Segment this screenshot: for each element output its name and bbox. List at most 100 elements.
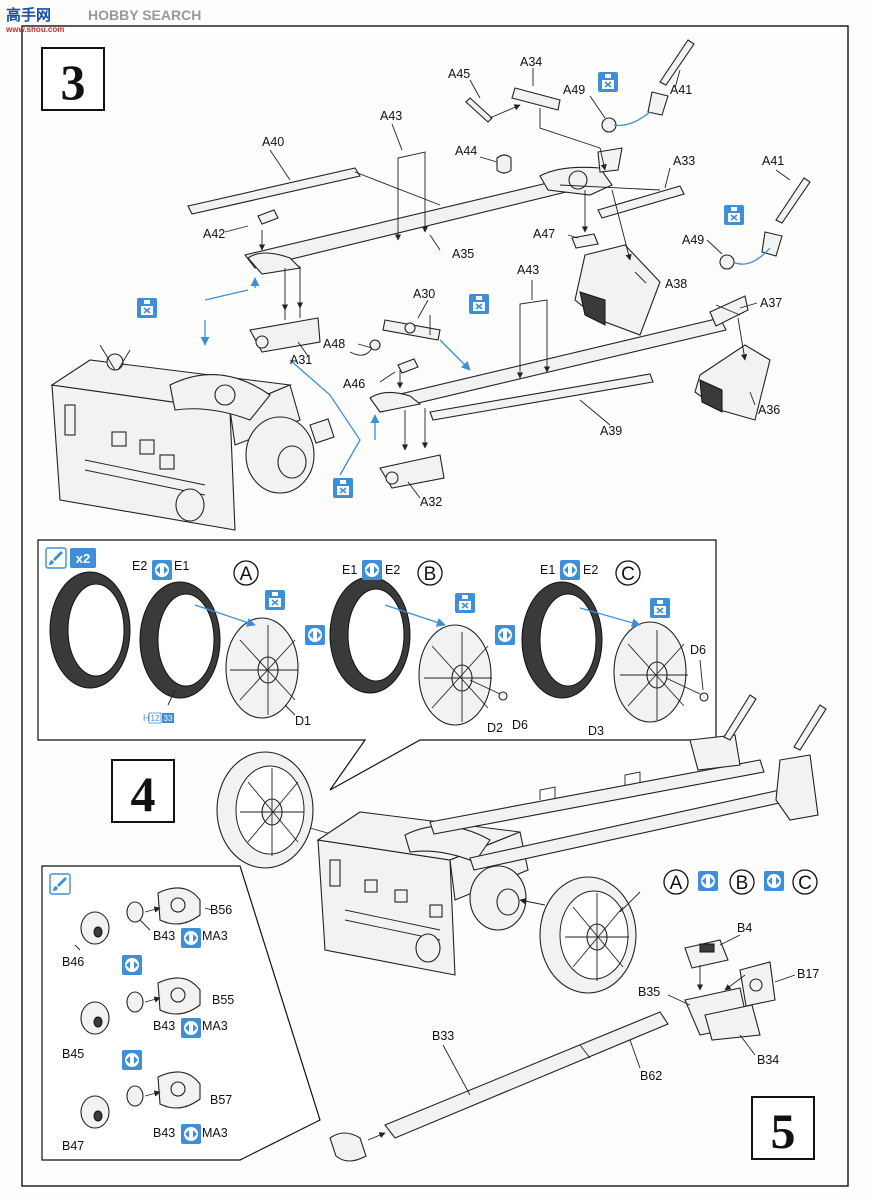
label-B45: B45 [62, 1047, 84, 1061]
label-A46: A46 [343, 377, 365, 391]
flip-icon [495, 625, 515, 645]
label-B57: B57 [210, 1093, 232, 1107]
flip-icon [698, 871, 718, 891]
step-number-box [751, 1096, 815, 1160]
glue-icon [649, 597, 671, 619]
label-E2-b: E2 [385, 563, 400, 577]
color-ref-2: 33 [164, 714, 173, 723]
label-E1-b: E1 [342, 563, 357, 577]
variant-label-a: A [670, 873, 683, 894]
barrel-b62 [384, 1011, 669, 1139]
color-ref-1: 12 [151, 714, 160, 723]
flip-icon [362, 560, 382, 580]
flip-icon [122, 1050, 142, 1070]
variant-label-a: A [240, 564, 253, 585]
label-D1: D1 [295, 714, 311, 728]
glue-icon [264, 589, 286, 611]
label-B46: B46 [62, 955, 84, 969]
label-A44: A44 [455, 144, 477, 158]
step-number-box [41, 47, 105, 111]
label-MA3-2: MA3 [202, 1019, 228, 1033]
variant-badge-c [792, 869, 818, 895]
chassis-front-assembly [50, 344, 335, 531]
label-B17: B17 [797, 967, 819, 981]
part-a47 [571, 233, 599, 249]
label-A34: A34 [520, 55, 542, 69]
label-B43-1: B43 [153, 929, 175, 943]
flip-icon [181, 1018, 201, 1038]
watermark-glyph: 高手网 [6, 6, 51, 24]
label-A30: A30 [413, 287, 435, 301]
axle-bar-a40 [187, 167, 361, 215]
label-E1-c: E1 [540, 563, 555, 577]
step-number: 3 [61, 54, 86, 110]
label-A41: A41 [670, 83, 692, 97]
frame-rail-lower [369, 295, 749, 413]
label-A39: A39 [600, 424, 622, 438]
variant-label-c: C [798, 873, 812, 894]
part-a44 [496, 154, 512, 174]
label-D6-b: D6 [512, 718, 528, 732]
variant-badge-a [663, 869, 689, 895]
flip-icon [181, 928, 201, 948]
step-5: B56 B43 MA3 B46 B55 B43 MA3 B45 B57 B43 … [41, 865, 819, 1162]
label-A37: A37 [760, 296, 782, 310]
label-A41-lower: A41 [762, 154, 784, 168]
label-E2-a: E2 [132, 559, 147, 573]
label-A45: A45 [448, 67, 470, 81]
color-ref-label: H [143, 713, 150, 723]
part-a45 [465, 97, 493, 123]
variant-badge-b [729, 869, 755, 895]
label-A32: A32 [420, 495, 442, 509]
label-B43-3: B43 [153, 1126, 175, 1140]
watermark-sub: www.shou.com [5, 25, 64, 34]
variant-badge-a [233, 560, 259, 586]
label-B62: B62 [640, 1069, 662, 1083]
flip-icon [152, 560, 172, 580]
watermark-text: HOBBY SEARCH [88, 7, 201, 23]
flip-icon [305, 625, 325, 645]
label-A43: A43 [380, 109, 402, 123]
lever-a41-upper [659, 39, 695, 86]
label-B43-2: B43 [153, 1019, 175, 1033]
step-number-box [111, 759, 175, 823]
label-A36: A36 [758, 403, 780, 417]
lever-a34 [511, 87, 561, 111]
glue-icon [332, 477, 354, 499]
label-A49: A49 [563, 83, 585, 97]
step-4-wheel-panel: x2 A E2 E1 D1 H 12 33 [37, 539, 717, 791]
muzzle [329, 1132, 367, 1162]
label-A49-lower: A49 [682, 233, 704, 247]
part-a42 [257, 209, 279, 225]
watermark: 高手网 HOBBY SEARCH www.shou.com [5, 6, 201, 34]
glue-icon [454, 592, 476, 614]
glue-icon [468, 293, 490, 315]
label-A42: A42 [203, 227, 225, 241]
flip-icon [764, 871, 784, 891]
frame-rail-lower-assembled [469, 789, 785, 871]
glue-icon [597, 71, 619, 93]
label-B33: B33 [432, 1029, 454, 1043]
label-B56: B56 [210, 903, 232, 917]
label-A35: A35 [452, 247, 474, 261]
label-E2-c: E2 [583, 563, 598, 577]
label-A47: A47 [533, 227, 555, 241]
label-B35: B35 [638, 985, 660, 999]
quantity-badge [70, 548, 96, 568]
label-D3: D3 [588, 724, 604, 738]
label-D2: D2 [487, 721, 503, 735]
frame-rail-upper [244, 147, 685, 275]
axle-bar-a39 [429, 373, 654, 421]
label-A38: A38 [665, 277, 687, 291]
bracket-a43-lower [519, 299, 548, 362]
label-D6-c: D6 [690, 643, 706, 657]
label-B4: B4 [737, 921, 752, 935]
variant-badge-c [615, 560, 641, 586]
variant-label-b: B [736, 873, 749, 894]
variant-badge-b [417, 560, 443, 586]
lever-a41-lower [775, 177, 811, 224]
step-number: 4 [131, 766, 156, 822]
label-A31: A31 [290, 353, 312, 367]
flip-icon [181, 1124, 201, 1144]
glue-icon [136, 297, 158, 319]
